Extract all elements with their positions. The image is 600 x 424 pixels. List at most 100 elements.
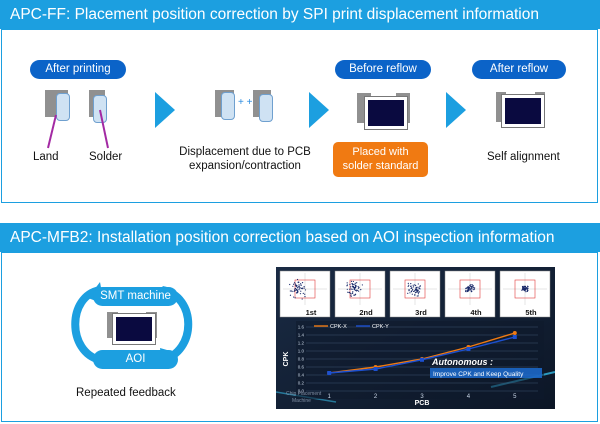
scatter-point: [472, 286, 474, 289]
flow-arrow-icon: [155, 92, 175, 128]
scatter-point: [298, 289, 300, 291]
x-tick-label: 2: [374, 394, 378, 400]
scatter-point: [352, 286, 355, 288]
scatter-point: [471, 290, 473, 292]
scatter-point: [292, 285, 294, 287]
scatter-point: [466, 289, 468, 291]
before-reflow-badge: Before reflow: [335, 60, 431, 79]
scatter-point: [352, 292, 354, 294]
scatter-point: [303, 286, 305, 288]
scatter-point: [354, 283, 356, 285]
chip-component-icon: [365, 97, 407, 129]
autonomous-title: Autonomous :: [431, 357, 493, 367]
scatter-point: [407, 292, 409, 294]
scatter-point: [294, 283, 296, 285]
scatter-point: [350, 288, 352, 290]
scatter-point: [289, 283, 291, 286]
scatter-point: [410, 283, 412, 285]
scatter-point: [527, 286, 529, 288]
scatter-point: [303, 287, 305, 289]
scatter-point: [355, 285, 357, 287]
scatter-point: [289, 290, 291, 292]
scatter-point: [296, 289, 298, 292]
x-tick-label: 5: [513, 394, 517, 400]
scatter-point: [349, 283, 351, 286]
scatter-point: [295, 287, 297, 290]
scatter-point: [293, 282, 296, 284]
scatter-point: [293, 283, 295, 285]
scatter-point: [352, 280, 354, 283]
scatter-point: [521, 285, 524, 288]
scatter-point: [295, 284, 297, 287]
data-point: [512, 331, 517, 335]
autonomous-sub-bg: [430, 368, 542, 378]
scatter-point: [524, 287, 526, 289]
scatter-point: [417, 286, 419, 288]
scatter-point: [297, 286, 299, 288]
x-tick-label: 1: [328, 394, 332, 400]
scatter-point: [351, 283, 354, 285]
y-tick-label: 0.8: [298, 357, 305, 362]
solder-paste-icon: [93, 95, 107, 123]
pcb-order-label: 4th: [470, 308, 482, 317]
scatter-point: [526, 289, 529, 291]
scatter-point: [297, 281, 299, 284]
data-point: [420, 357, 424, 362]
tolerance-box: [459, 279, 481, 299]
scatter-point: [418, 291, 421, 293]
scatter-point: [348, 291, 351, 293]
scatter-point: [349, 288, 351, 290]
scatter-point: [295, 288, 298, 291]
scatter-point: [357, 285, 359, 288]
scatter-point: [465, 288, 467, 290]
scatter-point: [410, 290, 412, 292]
flow-arrow-icon: [309, 92, 329, 128]
scatter-point: [302, 292, 304, 294]
scatter-point: [524, 285, 527, 287]
scatter-point: [410, 285, 412, 287]
scatter-point: [300, 283, 302, 285]
pcb-order-label: 3rd: [415, 308, 427, 317]
scatter-point: [467, 285, 469, 288]
scatter-point: [527, 287, 529, 290]
scatter-point: [407, 282, 409, 284]
scatter-point: [417, 295, 419, 297]
scatter-point: [414, 294, 416, 296]
legend-label: CPK-Y: [372, 324, 389, 330]
scatter-point: [358, 286, 360, 289]
section-title-apc-mfb2: APC-MFB2: Installation position correcti…: [0, 223, 600, 252]
scatter-point: [361, 284, 363, 286]
scatter-point: [467, 287, 469, 289]
self-alignment-label: Self alignment: [487, 151, 560, 163]
scatter-point: [468, 289, 471, 291]
machine-caption: Chip Placement: [286, 391, 322, 397]
scatter-point: [293, 289, 296, 292]
scatter-point: [298, 288, 300, 290]
displacement-label: Displacement due to PCB expansion/contra…: [179, 146, 311, 172]
data-point: [512, 335, 517, 339]
scatter-point: [467, 288, 469, 291]
scatter-point: [415, 288, 417, 290]
scatter-point: [350, 293, 352, 295]
pcb-order-label: 5th: [525, 308, 537, 317]
y-tick-label: 1.0: [298, 349, 305, 354]
y-axis-label: CPK: [283, 352, 290, 367]
scatter-point: [346, 284, 349, 286]
scatter-point: [352, 285, 354, 287]
data-point: [373, 367, 378, 371]
scatter-point: [350, 280, 353, 282]
scatter-point: [294, 297, 296, 299]
land-pad-icon: [496, 92, 506, 122]
scatter-point: [417, 289, 419, 292]
scatter-point: [523, 287, 525, 289]
scatter-point: [289, 294, 292, 296]
y-tick-label: 1.4: [298, 333, 305, 338]
x-tick-label: 3: [420, 394, 424, 400]
scatter-point: [473, 289, 475, 291]
scatter-point: [416, 295, 418, 297]
land-pad-icon: [107, 312, 118, 338]
scatter-point: [354, 293, 357, 295]
x-axis-label: PCB: [415, 400, 430, 407]
section-title-apc-ff: APC-FF: Placement position correction by…: [0, 0, 600, 29]
